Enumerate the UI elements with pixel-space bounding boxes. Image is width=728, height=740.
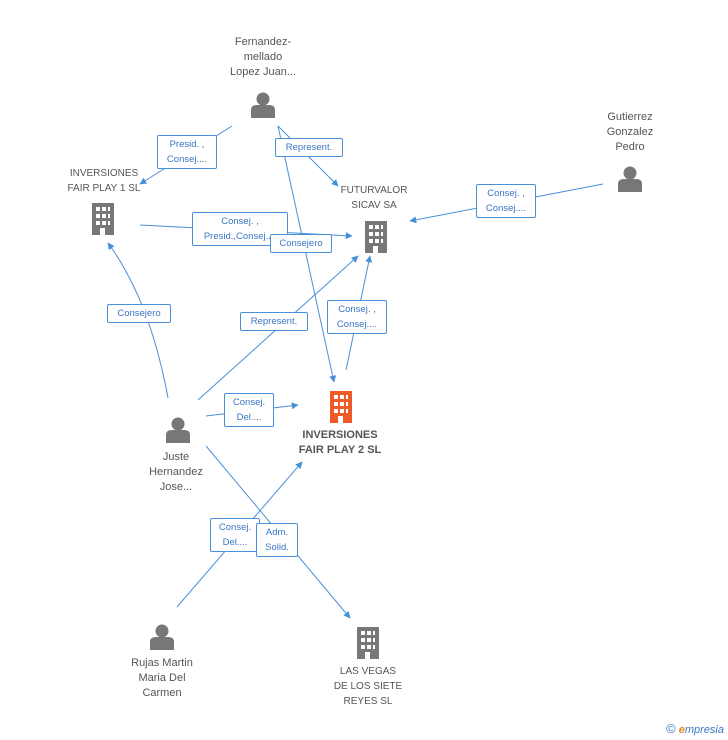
building-icon-inv1 — [92, 203, 114, 235]
edge-label-represent-juste[interactable]: Represent. — [240, 312, 308, 331]
edge-label-adm-solid[interactable]: Adm. Solid. — [256, 523, 298, 557]
empresia-logo-e: e — [678, 724, 685, 736]
edge-label-consejero-inv1[interactable]: Consejero — [107, 304, 171, 323]
person-icon-rujas — [150, 624, 174, 650]
building-icon-futurvalor — [365, 221, 387, 253]
node-label-juste[interactable]: Juste Hernandez Jose... — [149, 451, 203, 493]
edge-label-consejero-inv2[interactable]: Consejero — [270, 234, 332, 253]
edge-label-presid-consej[interactable]: Presid. , Consej.... — [157, 135, 217, 169]
node-label-gutierrez[interactable]: Gutierrez Gonzalez Pedro — [606, 111, 654, 153]
edge-fernandez-inv2 — [277, 125, 337, 383]
person-icon-gutierrez — [618, 166, 642, 192]
edge-label-juste-inv2[interactable]: Consej. Del.... — [224, 393, 274, 427]
edge-label-gutierrez-consej[interactable]: Consej. , Consej.... — [476, 184, 536, 218]
node-icons — [92, 92, 642, 659]
building-icon-lasvegas — [357, 627, 379, 659]
person-icon-juste — [166, 417, 190, 443]
edge-label-rujas-inv2[interactable]: Consej. Del.... — [210, 518, 260, 552]
empresia-watermark[interactable]: © empresia — [666, 721, 724, 736]
copyright-icon: © — [666, 721, 676, 736]
node-label-futurvalor[interactable]: FUTURVALOR SICAV SA — [340, 185, 408, 211]
edge-label-represent-futurvalor[interactable]: Represent. — [275, 138, 343, 157]
node-label-rujas[interactable]: Rujas Martin Maria Del Carmen — [131, 657, 193, 699]
person-icon-fernandez — [251, 92, 275, 118]
building-icon-inv2 — [330, 391, 352, 423]
node-label-inv1[interactable]: INVERSIONES FAIR PLAY 1 SL — [67, 168, 141, 194]
edge-label-inv2-futurvalor[interactable]: Consej. , Consej.... — [327, 300, 387, 334]
node-label-lasvegas[interactable]: LAS VEGAS DE LOS SIETE REYES SL — [333, 666, 403, 707]
node-label-fernandez[interactable]: Fernandez- mellado Lopez Juan... — [229, 36, 297, 78]
node-label-inv2[interactable]: INVERSIONES FAIR PLAY 2 SL — [298, 429, 382, 456]
empresia-logo-text: mpresia — [684, 724, 724, 736]
